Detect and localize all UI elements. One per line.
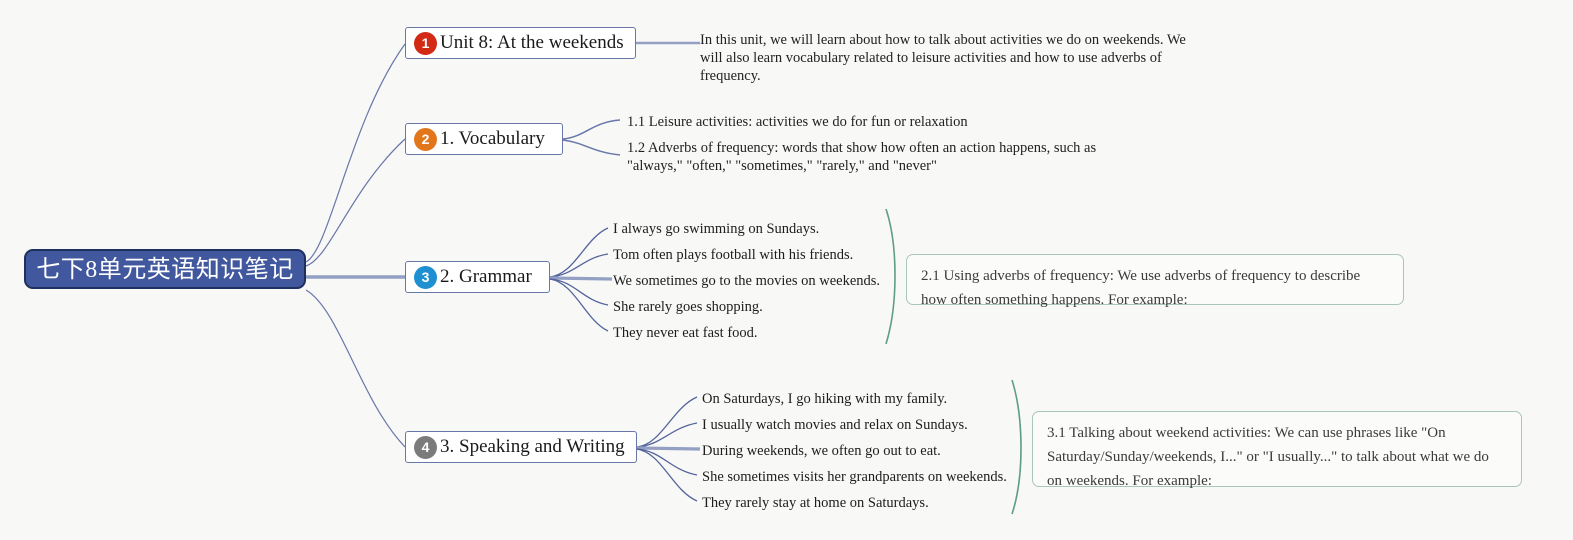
grammar-example-3: We sometimes go to the movies on weekend… xyxy=(613,273,881,289)
branch-badge-4: 4 xyxy=(414,435,437,459)
branch-node-grammar[interactable]: 3 2. Grammar xyxy=(405,261,550,293)
connector-grammar-2 xyxy=(549,253,609,278)
branch-badge-3: 3 xyxy=(414,265,437,289)
connector-vocab-1 xyxy=(562,119,621,140)
vocabulary-item-2: 1.2 Adverbs of frequency: words that sho… xyxy=(627,140,1097,174)
grammar-example-4: She rarely goes shopping. xyxy=(613,299,763,315)
grammar-example-1: I always go swimming on Sundays. xyxy=(613,221,820,237)
branch-label-vocabulary: 1. Vocabulary xyxy=(440,128,545,149)
brace-grammar xyxy=(885,208,896,345)
connector-root-to-speaking xyxy=(305,289,406,448)
branch-label-grammar: 2. Grammar xyxy=(440,266,532,287)
connector-speaking-4 xyxy=(636,448,698,476)
connector-grammar-3 xyxy=(549,276,613,281)
root-node-label: 七下8单元英语知识笔记 xyxy=(36,257,294,283)
connector-root-to-unit xyxy=(305,43,406,263)
grammar-example-2: Tom often plays football with his friend… xyxy=(613,247,854,263)
vocabulary-item-1: 1.1 Leisure activities: activities we do… xyxy=(627,114,968,130)
grammar-example-5: They never eat fast food. xyxy=(613,325,758,341)
connector-speaking-2 xyxy=(636,422,698,448)
connector-vocab-2 xyxy=(562,139,621,156)
connector-grammar-4 xyxy=(549,278,609,306)
connector-root-to-vocabulary xyxy=(305,138,406,267)
callout-speaking-3-1: 3.1 Talking about weekend activities: We… xyxy=(1032,411,1522,489)
branch-label-speaking: 3. Speaking and Writing xyxy=(440,436,625,457)
speaking-example-4: She sometimes visits her grandparents on… xyxy=(702,469,1007,485)
branch-badge-1: 1 xyxy=(414,31,437,55)
connector-speaking-3 xyxy=(636,446,701,451)
brace-speaking xyxy=(1011,379,1022,515)
connector-speaking-5 xyxy=(636,448,698,502)
callout-grammar-2-1: 2.1 Using adverbs of frequency: We use a… xyxy=(906,254,1404,308)
speaking-example-2: I usually watch movies and relax on Sund… xyxy=(702,417,968,433)
connector-grammar-5 xyxy=(549,278,609,332)
speaking-example-1: On Saturdays, I go hiking with my family… xyxy=(702,391,948,407)
speaking-example-5: They rarely stay at home on Saturdays. xyxy=(702,495,929,511)
branch-node-unit[interactable]: 1 Unit 8: At the weekends xyxy=(405,27,636,59)
root-node[interactable]: 七下8单元英语知识笔记 xyxy=(24,249,306,289)
branch-badge-2: 2 xyxy=(414,127,437,151)
branch-label-unit: Unit 8: At the weekends xyxy=(440,32,624,53)
connector-speaking-1 xyxy=(636,396,698,448)
unit-description: In this unit, we will learn about how to… xyxy=(700,32,1186,84)
connector-grammar-1 xyxy=(549,227,609,278)
branch-node-vocabulary[interactable]: 2 1. Vocabulary xyxy=(405,123,563,155)
branch-node-speaking[interactable]: 4 3. Speaking and Writing xyxy=(405,431,637,463)
speaking-example-3: During weekends, we often go out to eat. xyxy=(702,443,941,459)
